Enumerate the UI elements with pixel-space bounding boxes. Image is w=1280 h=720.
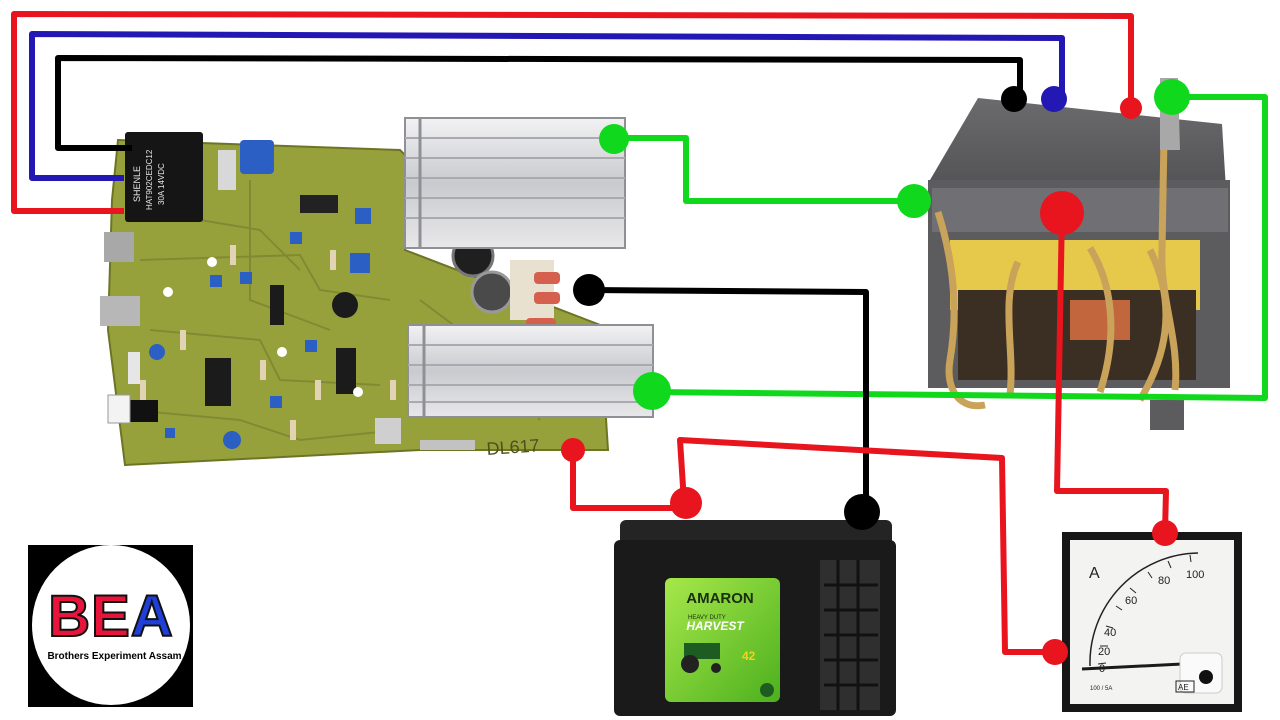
wire-green-top [613, 135, 913, 204]
wire-red-battery-ammeter [677, 437, 1057, 655]
wire-red-battery [570, 450, 684, 511]
wire-green-bottom [650, 94, 1268, 401]
wire-red-relay [11, 11, 1134, 214]
logo-circle: BEA Brothers Experiment Assam [32, 545, 190, 705]
ammeter-scale-40: 40 [1104, 627, 1116, 639]
wire-black-relay [55, 55, 1023, 151]
battery-line: HARVEST [686, 619, 745, 633]
ammeter-unit: A [1089, 565, 1100, 582]
wires [11, 11, 1268, 655]
logo-subtitle: Brothers Experiment Assam [47, 651, 182, 662]
logo-letter-b: B [47, 583, 92, 650]
relay-label-model: HAT902CEDC12 [145, 149, 154, 210]
wire-blue-relay [29, 31, 1065, 181]
logo-letter-a: A [130, 583, 174, 650]
bea-logo: BEA Brothers Experiment Assam [28, 545, 193, 707]
heatsink-bottom [407, 324, 654, 418]
logo-letter-e: E [90, 583, 131, 650]
ammeter-brand: AE [1178, 683, 1189, 692]
ammeter-footer: 100 / 5A [1090, 686, 1112, 692]
connection-points [561, 79, 1190, 665]
battery-badge: 42 [742, 649, 756, 663]
board-components [100, 140, 475, 450]
board-silkscreen: DL617 [486, 435, 540, 459]
relay-label-rating: 30A 14VDC [157, 163, 166, 205]
ammeter-scale-100: 100 [1186, 569, 1204, 581]
wire-red-transformer-ammeter [1054, 209, 1169, 533]
ammeter-scale-80: 80 [1158, 575, 1170, 587]
tractor-icon [681, 643, 721, 673]
heatsink-top [404, 117, 626, 249]
relay: SHENLE HAT902CEDC12 30A 14VDC [125, 132, 203, 222]
battery: AMARON HEAVY DUTY HARVEST 42 [614, 520, 896, 716]
wire-black-battery [588, 287, 869, 512]
battery-brand: AMARON [686, 590, 754, 607]
transformer [928, 78, 1230, 430]
ammeter: A 0 20 40 60 80 100 100 / 5A AE [1062, 532, 1242, 712]
battery-caption: HEAVY DUTY [688, 615, 726, 621]
relay-label-brand: SHENLE [132, 166, 142, 202]
capacitors [451, 234, 560, 328]
ammeter-scale-60: 60 [1125, 595, 1137, 607]
ammeter-scale-20: 20 [1098, 646, 1110, 658]
logo-title: BEA [32, 583, 190, 650]
